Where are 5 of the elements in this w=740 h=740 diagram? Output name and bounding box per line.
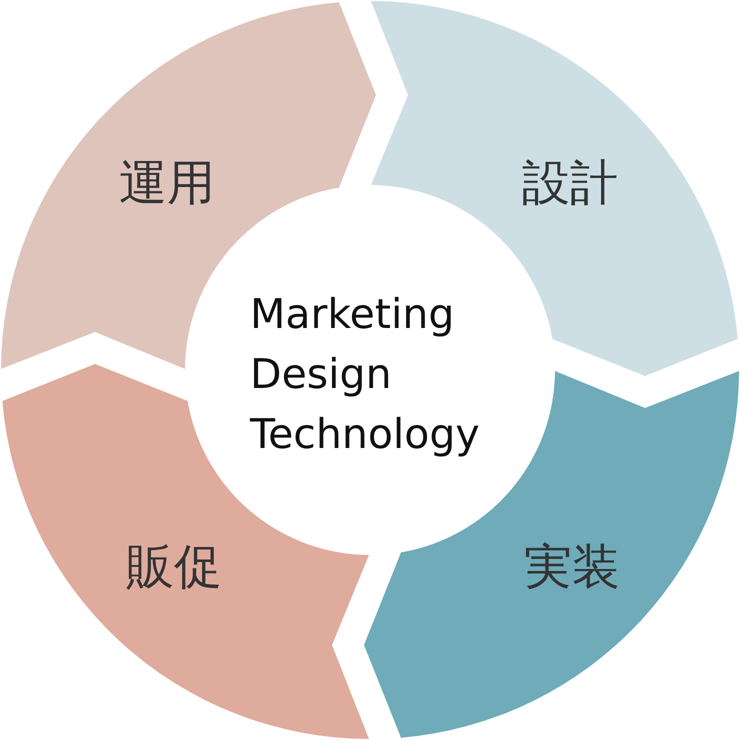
segment-label: 実装 — [524, 543, 620, 591]
segment-label: 運用 — [119, 159, 215, 207]
center-label: Marketing Design Technology — [250, 284, 512, 464]
segment-label: 販促 — [126, 543, 222, 591]
segment-label: 設計 — [522, 159, 618, 207]
